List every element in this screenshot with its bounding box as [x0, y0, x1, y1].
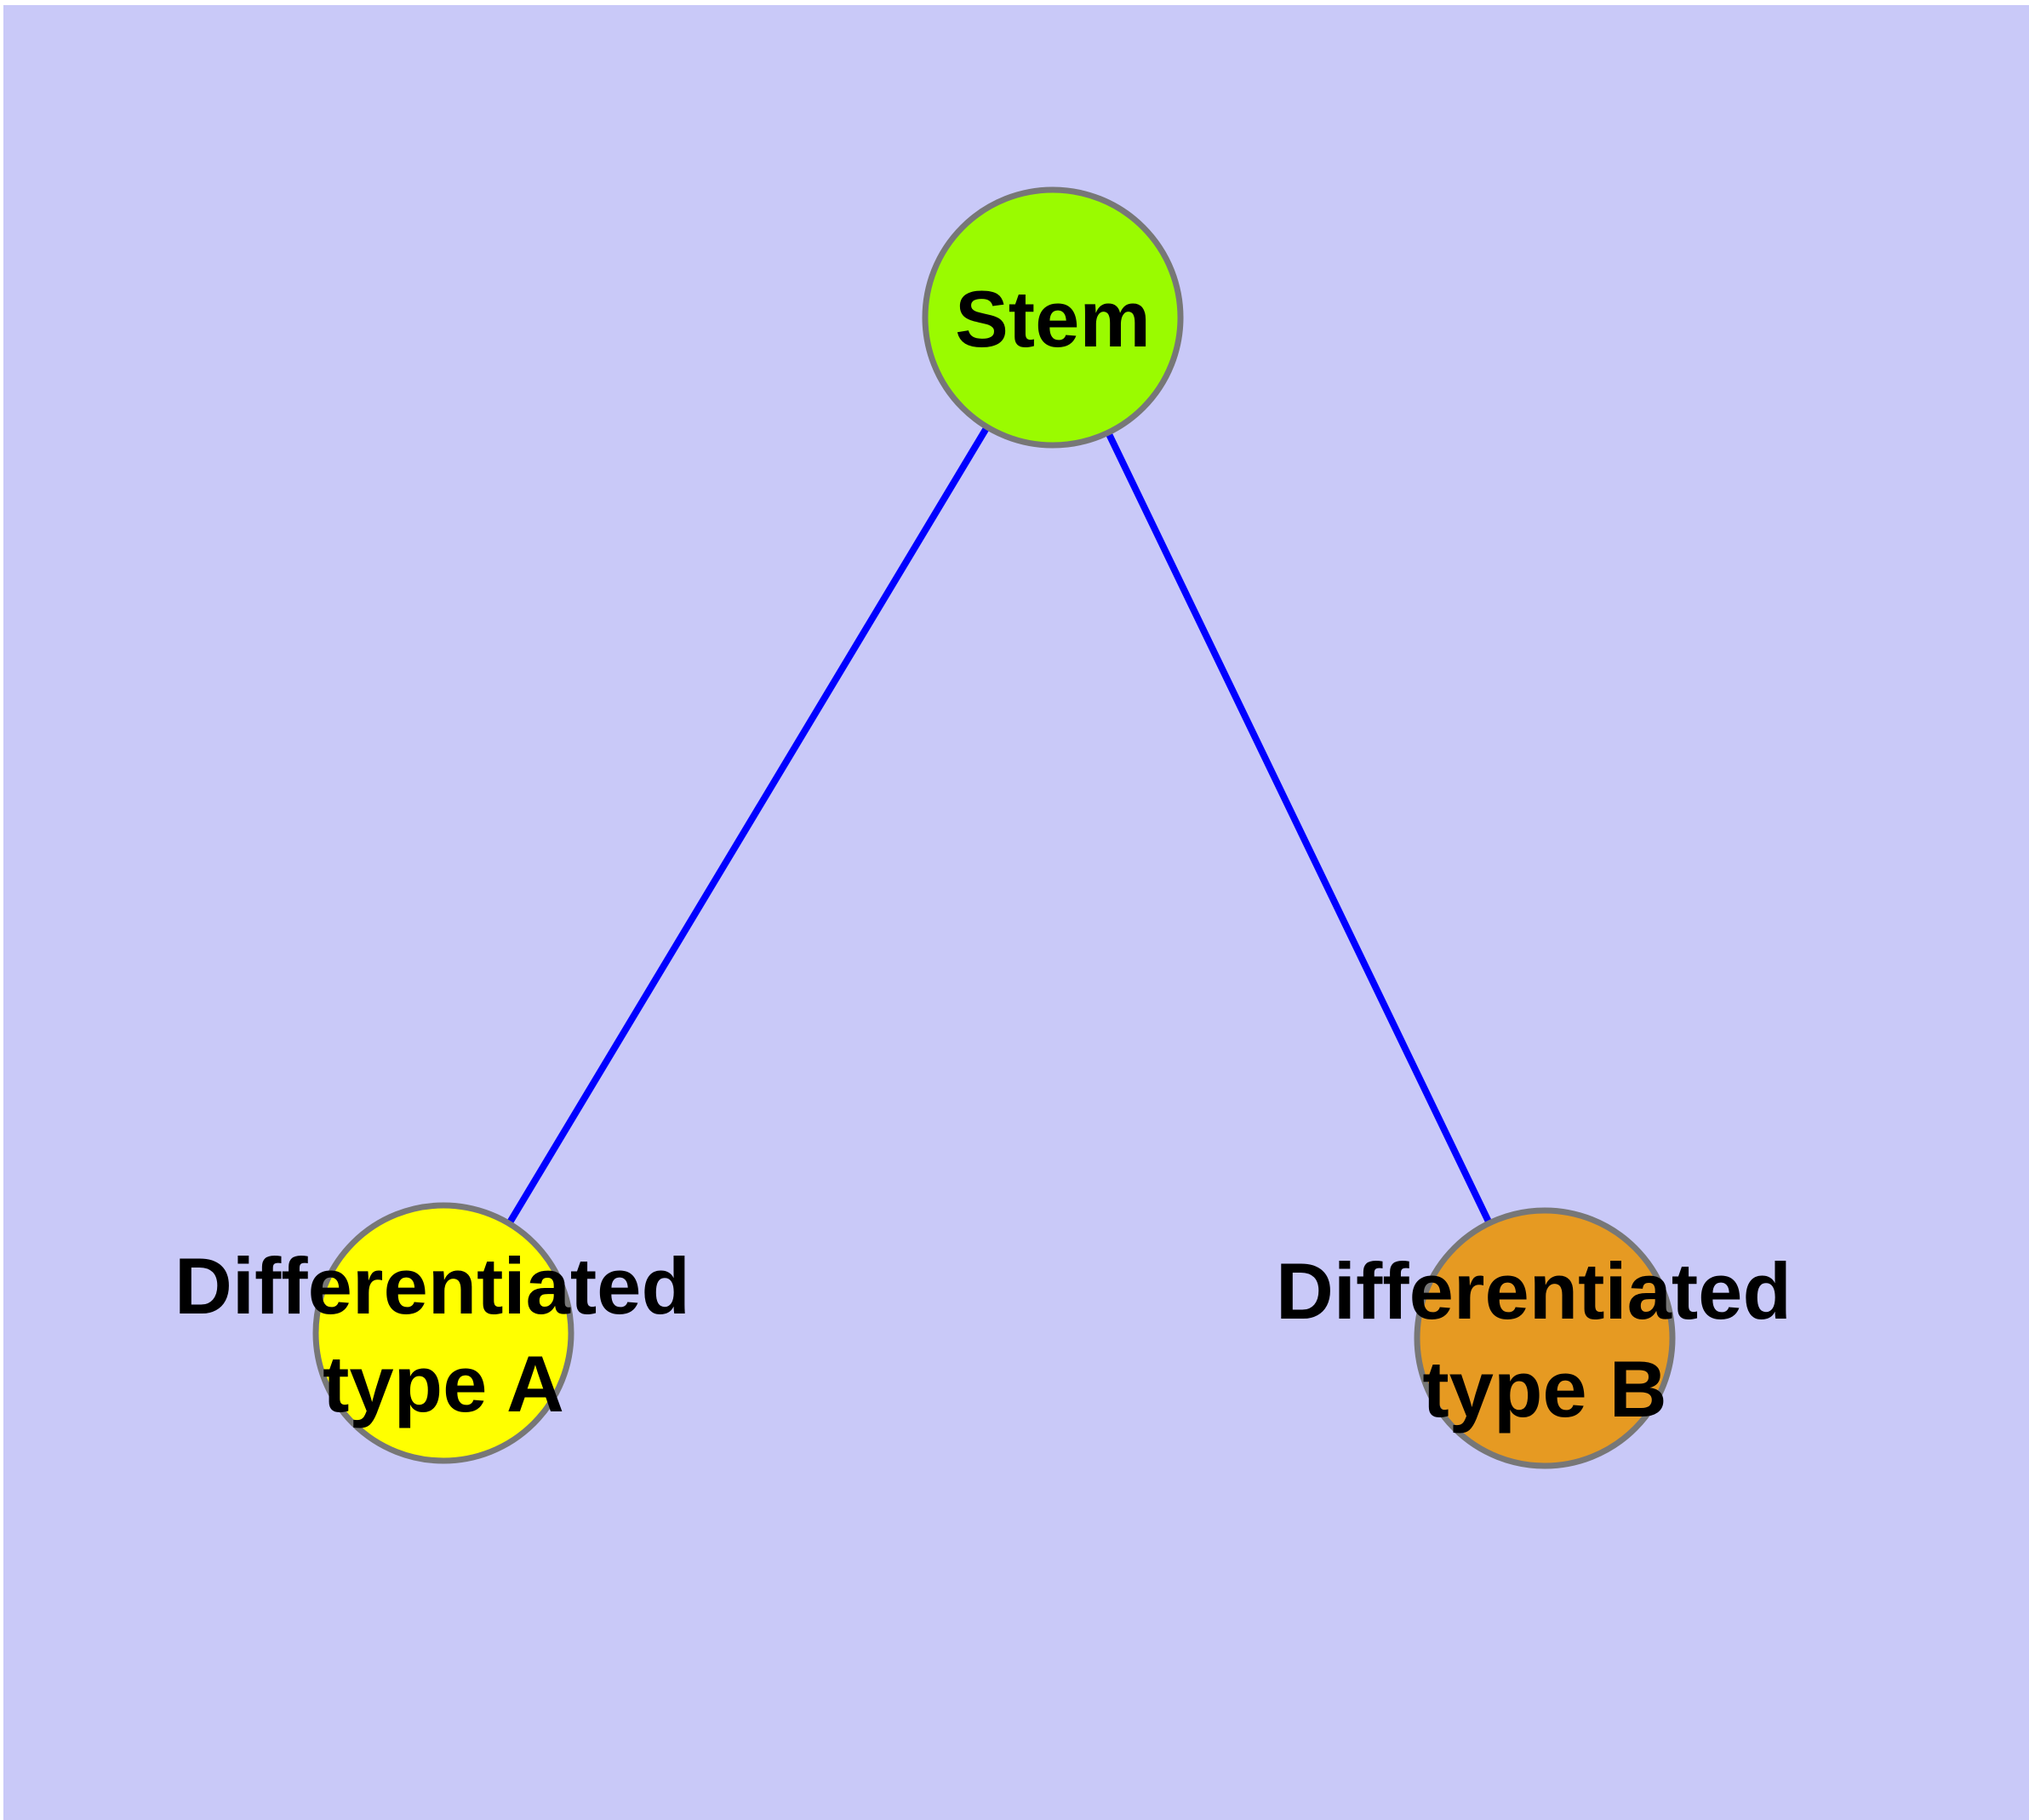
- node-differentiated-type-a-label: Differentiated type A: [174, 1241, 712, 1428]
- edge-stem-to-type-a: [440, 315, 1056, 1336]
- node-differentiated-type-b: [1414, 1207, 1676, 1469]
- node-type-b-label-line-2: type B: [1422, 1344, 1666, 1434]
- node-type-a-label-line-1: Differentiated: [174, 1241, 690, 1331]
- node-stem: [922, 186, 1184, 449]
- node-differentiated-type-a: [312, 1202, 574, 1464]
- edge-stem-to-type-b: [1049, 316, 1548, 1340]
- node-differentiated-type-b-label: Differentiated type B: [1276, 1246, 1814, 1434]
- node-stem-label: Stem: [955, 274, 1151, 363]
- node-type-a-label-line-2: type A: [323, 1339, 564, 1428]
- node-type-b-label-line-1: Differentiated: [1276, 1246, 1792, 1336]
- node-stem-label-line: Stem: [955, 274, 1151, 363]
